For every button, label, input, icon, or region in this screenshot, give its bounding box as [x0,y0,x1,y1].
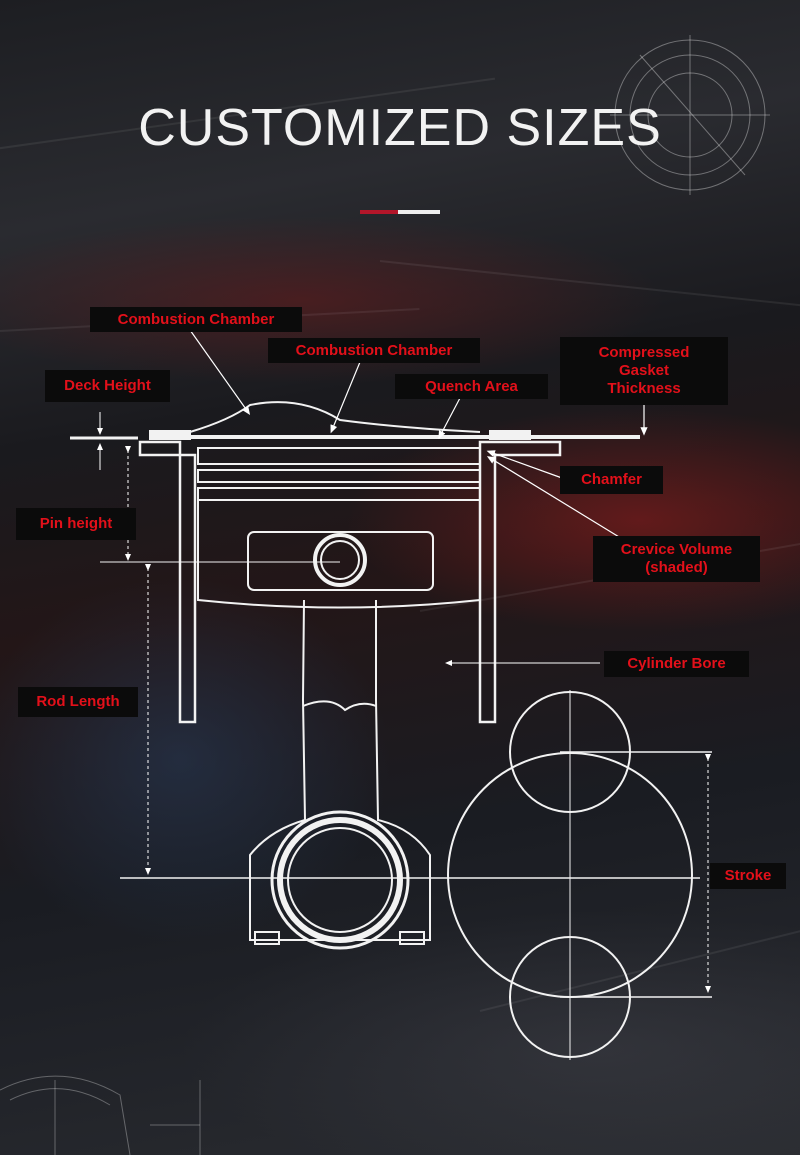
label-combustion-chamber-top: Combustion Chamber [90,307,302,332]
label-deck-height: Deck Height [45,370,170,402]
label-combustion-chamber: Combustion Chamber [268,338,480,363]
label-rod-length: Rod Length [18,687,138,717]
label-compressed-gasket-thickness: Compressed Gasket Thickness [560,337,728,405]
accent-bar-red [360,210,398,214]
label-pin-height: Pin height [16,508,136,540]
page-title: CUSTOMIZED SIZES [138,99,662,157]
piston-blueprint-icon [0,1075,201,1155]
label-cylinder-bore: Cylinder Bore [604,651,749,677]
piston-blueprint-icon [610,35,770,195]
accent-bar-white [398,210,440,214]
label-stroke: Stroke [710,863,786,889]
label-chamfer: Chamfer [560,466,663,494]
label-crevice-volume: Crevice Volume (shaded) [593,536,760,582]
label-quench-area: Quench Area [395,374,548,399]
